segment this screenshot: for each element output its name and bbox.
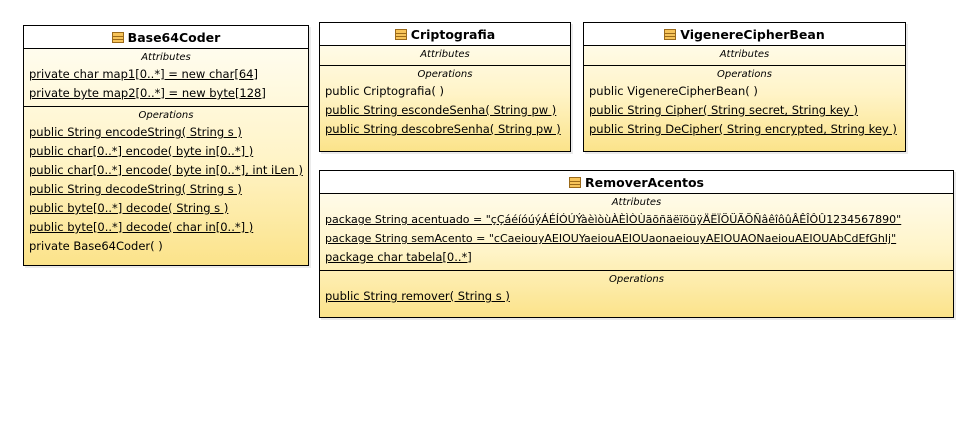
attribute[interactable]: private char map1[0..*] = new char[64] <box>29 67 258 81</box>
section-title: Attributes <box>420 49 470 60</box>
class-icon <box>569 176 581 188</box>
section-title: Attributes <box>141 52 191 63</box>
attributes-section: Attributes <box>584 46 905 65</box>
operations-section: Operations public VigenereCipherBean( ) … <box>584 65 905 142</box>
attributes-section: Attributes private char map1[0..*] = new… <box>24 49 308 106</box>
operation[interactable]: public String DeCipher( String encrypted… <box>589 122 897 136</box>
attribute[interactable]: package String acentuado = "çÇáéíóúýÁÉÍÓ… <box>325 213 902 226</box>
operation[interactable]: public String Cipher( String secret, Str… <box>589 103 858 117</box>
operation[interactable]: public byte[0..*] decode( char in[0..*] … <box>29 220 254 234</box>
class-criptografia[interactable]: Criptografia Attributes Operations publi… <box>319 22 571 152</box>
attributes-section: Attributes package String acentuado = "ç… <box>320 194 953 270</box>
class-icon <box>111 31 124 43</box>
class-vigenerecipherbean[interactable]: VigenereCipherBean Attributes Operations… <box>583 22 906 152</box>
section-title: Operations <box>609 274 664 285</box>
attribute[interactable]: package char tabela[0..*] <box>325 250 472 264</box>
class-name: Base64Coder <box>127 29 221 45</box>
class-icon <box>394 28 407 40</box>
operation[interactable]: public char[0..*] encode( byte in[0..*] … <box>29 144 254 158</box>
section-title: Attributes <box>719 49 770 60</box>
class-header: RemoverAcentos <box>320 171 953 194</box>
operation[interactable]: public String descobreSenha( String pw ) <box>325 122 561 136</box>
section-title: Operations <box>717 69 772 80</box>
section-title: Operations <box>138 110 194 121</box>
operation[interactable]: public String encodeString( String s ) <box>29 125 242 139</box>
section-title: Operations <box>417 69 473 80</box>
operations-section: Operations public String encodeString( S… <box>24 106 308 259</box>
operations-section: Operations public Criptografia( ) public… <box>320 65 570 142</box>
operation[interactable]: public String decodeString( String s ) <box>29 182 242 196</box>
operation[interactable]: private Base64Coder( ) <box>29 239 163 253</box>
class-icon <box>664 28 677 40</box>
operation[interactable]: public String remover( String s ) <box>325 289 510 303</box>
section-title: Attributes <box>611 197 662 208</box>
class-name: RemoverAcentos <box>585 174 704 190</box>
class-name: Criptografia <box>410 26 496 42</box>
operation[interactable]: public VigenereCipherBean( ) <box>589 84 758 98</box>
attribute[interactable]: package String semAcento = "cCaeiouyAEIO… <box>325 232 897 245</box>
class-header: Base64Coder <box>24 26 308 49</box>
class-removeracentos[interactable]: RemoverAcentos Attributes package String… <box>319 170 954 318</box>
class-base64coder[interactable]: Base64Coder Attributes private char map1… <box>23 25 309 266</box>
attributes-section: Attributes <box>320 46 570 65</box>
operation[interactable]: public Criptografia( ) <box>325 84 445 98</box>
operation[interactable]: public char[0..*] encode( byte in[0..*],… <box>29 163 303 177</box>
operations-section: Operations public String remover( String… <box>320 270 953 309</box>
attribute[interactable]: private byte map2[0..*] = new byte[128] <box>29 86 266 100</box>
operation[interactable]: public byte[0..*] decode( String s ) <box>29 201 229 215</box>
class-header: Criptografia <box>320 23 570 46</box>
operation[interactable]: public String escondeSenha( String pw ) <box>325 103 557 117</box>
class-name: VigenereCipherBean <box>680 26 825 42</box>
class-header: VigenereCipherBean <box>584 23 905 46</box>
